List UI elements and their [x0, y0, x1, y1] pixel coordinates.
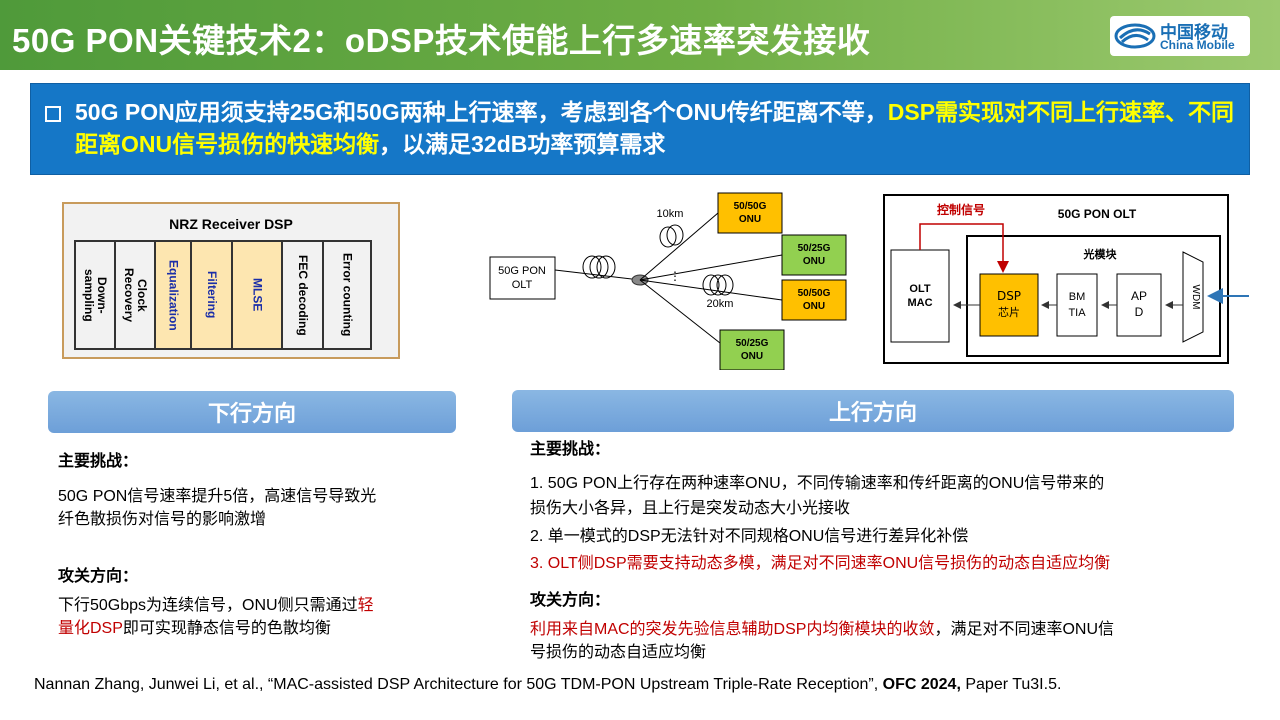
dsp-chip-box	[979, 273, 1039, 337]
china-mobile-logo: 中国移动 China Mobile	[1110, 16, 1250, 56]
banner-text-part2: ，以满足32dB功率预算需求	[379, 131, 666, 157]
downlink-heading: 下行方向	[48, 391, 456, 433]
downlink-challenge-line2: 纤色散损伤对信号的影响激增	[58, 511, 267, 528]
uplink-item1-line1: 1. 50G PON上行存在两种速率ONU，不同传输速率和传纤距离的ONU信号带…	[530, 475, 1105, 492]
svg-text:MAC: MAC	[907, 297, 932, 309]
nrz-block-3: Filtering	[190, 240, 233, 350]
citation-paper: Paper Tu3I.5.	[960, 676, 1062, 693]
svg-text:芯片: 芯片	[998, 305, 1020, 319]
olt-box	[489, 256, 556, 300]
uplink-direction-label: 攻关方向：	[530, 592, 611, 609]
uplink-direction-line2: 号损伤的动态自适应均衡	[530, 644, 707, 661]
input-arrow	[1207, 288, 1249, 304]
nrz-receiver-dsp-diagram: NRZ Receiver DSP Down- sampling Clock Rec…	[62, 202, 400, 359]
checkbox-bullet-icon	[45, 106, 61, 122]
title-bar: 50G PON关键技术2：oDSP技术使能上行多速率突发接收 中国移动 Chin…	[0, 0, 1280, 70]
olt-internal-diagram: 50G PON OLT 控制信号 光模块 OLT MAC DSP 芯片 BM T…	[883, 194, 1229, 364]
olt-block-title: 50G PON OLT	[1058, 207, 1137, 221]
wdm-box	[1182, 251, 1204, 343]
olt-label-line2: OLT	[512, 279, 533, 291]
downlink-challenge-line1: 50G PON信号速率提升5倍，高速信号导致光	[58, 488, 377, 505]
logo-text-en: China Mobile	[1160, 38, 1235, 52]
uplink-heading: 上行方向	[512, 390, 1234, 432]
downlink-direction-line1: 下行50Gbps为连续信号，ONU侧只需通过轻	[58, 594, 374, 617]
distance-10km: 10km	[657, 208, 684, 220]
olt-label-line1: 50G PON	[498, 265, 546, 277]
downlink-direction-line2a: 量化DSP	[58, 620, 123, 637]
pon-topology-diagram: 50G PON OLT ⋮ 10km 20km 50/50G ONU 50/25G O…	[489, 192, 847, 370]
banner-highlight: DSP需实现对不同上行速率、不同距离ONU信号损伤的快速均衡	[75, 99, 1235, 157]
bm-tia-box	[1056, 273, 1098, 337]
downlink-challenge-label: 主要挑战：	[58, 453, 139, 470]
nrz-block-label: Error counting	[340, 253, 355, 337]
svg-text:D: D	[1135, 305, 1144, 319]
onu-label-3: 50/25G	[736, 338, 769, 349]
fiber-spool-10km	[659, 224, 684, 248]
nrz-block-0: Down- sampling	[74, 240, 116, 350]
fiber-spool-20km	[702, 274, 734, 296]
nrz-block-label: Equalization	[166, 259, 181, 331]
nrz-block-label: Filtering	[205, 271, 219, 319]
downlink-direction-line1a: 下行50Gbps为连续信号，ONU侧只需通过	[58, 597, 358, 614]
olt-mac-box	[890, 249, 950, 343]
onu-label-3: ONU	[741, 351, 763, 362]
nrz-block-label: Clock Recovery	[122, 267, 149, 323]
svg-text:DSP: DSP	[997, 289, 1021, 303]
nrz-title: NRZ Receiver DSP	[169, 216, 293, 232]
onu-label-0: 50/50G	[734, 201, 767, 212]
fiber-spool-main	[582, 255, 616, 279]
slide-title: 50G PON关键技术2：oDSP技术使能上行多速率突发接收	[12, 22, 871, 59]
onu-label-1: ONU	[803, 256, 825, 267]
uplink-direction-line1b: ，满足对不同速率ONU信	[934, 621, 1115, 638]
downlink-direction-line1b: 轻	[357, 597, 374, 614]
nrz-block-label: FEC decoding	[296, 254, 310, 336]
onu-box-0	[717, 192, 783, 234]
onu-box-1	[781, 234, 847, 276]
downlink-direction-label: 攻关方向：	[58, 568, 139, 585]
citation: Nannan Zhang, Junwei Li, et al., “MAC-as…	[34, 676, 1061, 694]
nrz-block-1: Clock Recovery	[114, 240, 156, 350]
nrz-block-label: Down- sampling	[82, 268, 109, 322]
onu-label-2: 50/50G	[798, 288, 831, 299]
uplink-direction-line1a: 利用来自MAC的突发先验信息辅助DSP内均衡模块的收敛	[530, 621, 935, 638]
onu-box-2	[781, 279, 847, 321]
onu-label-1: 50/25G	[798, 243, 831, 254]
uplink-item3: 3. OLT侧DSP需要支持动态多模，满足对不同速率ONU信号损伤的动态自适应均…	[530, 555, 1111, 572]
control-signal-arrow	[919, 223, 1009, 273]
svg-text:OLT: OLT	[909, 283, 930, 295]
svg-text:AP: AP	[1131, 289, 1147, 303]
svg-text:WDM: WDM	[1190, 285, 1201, 310]
citation-venue: OFC 2024,	[882, 676, 961, 693]
distance-20km: 20km	[707, 298, 734, 310]
nrz-block-label: MLSE	[250, 278, 265, 312]
onu-label-2: ONU	[803, 301, 825, 312]
uplink-item2: 2. 单一模式的DSP无法针对不同规格ONU信号进行差异化补偿	[530, 528, 969, 545]
china-mobile-logo-icon	[1114, 23, 1156, 49]
apd-box	[1116, 273, 1162, 337]
uplink-item1-line2: 损伤大小各异，且上行是突发动态大小光接收	[530, 500, 851, 517]
onu-label-0: ONU	[739, 214, 761, 225]
citation-authors: Nannan Zhang, Junwei Li, et al., “MAC-as…	[34, 676, 883, 693]
nrz-block-5: FEC decoding	[281, 240, 324, 350]
optical-module-label: 光模块	[1083, 247, 1118, 261]
control-signal-label: 控制信号	[937, 202, 985, 217]
downlink-direction-line2b: 即可实现静态信号的色散均衡	[122, 620, 331, 637]
nrz-block-2: Equalization	[154, 240, 192, 350]
uplink-challenge-label: 主要挑战：	[530, 441, 611, 458]
banner-text-part1: 50G PON应用须支持25G和50G两种上行速率，考虑到各个ONU传纤距离不等…	[75, 99, 888, 125]
nrz-block-4: MLSE	[231, 240, 283, 350]
uplink-direction-line1: 利用来自MAC的突发先验信息辅助DSP内均衡模块的收敛，满足对不同速率ONU信	[530, 618, 1114, 641]
nrz-block-6: Error counting	[322, 240, 372, 350]
key-point-banner: 50G PON应用须支持25G和50G两种上行速率，考虑到各个ONU传纤距离不等…	[30, 83, 1250, 175]
dots-ellipsis: ⋮	[669, 269, 681, 283]
logo-text-cn: 中国移动	[1160, 23, 1228, 42]
svg-text:TIA: TIA	[1068, 307, 1086, 319]
olt-internal-svg: 50G PON OLT 控制信号 光模块 OLT MAC DSP 芯片 BM T…	[890, 202, 1221, 357]
onu-box-3	[719, 329, 785, 370]
banner-text: 50G PON应用须支持25G和50G两种上行速率，考虑到各个ONU传纤距离不等…	[75, 96, 1235, 160]
svg-text:BM: BM	[1069, 291, 1086, 303]
downlink-direction-line2: 量化DSP即可实现静态信号的色散均衡	[58, 617, 331, 640]
